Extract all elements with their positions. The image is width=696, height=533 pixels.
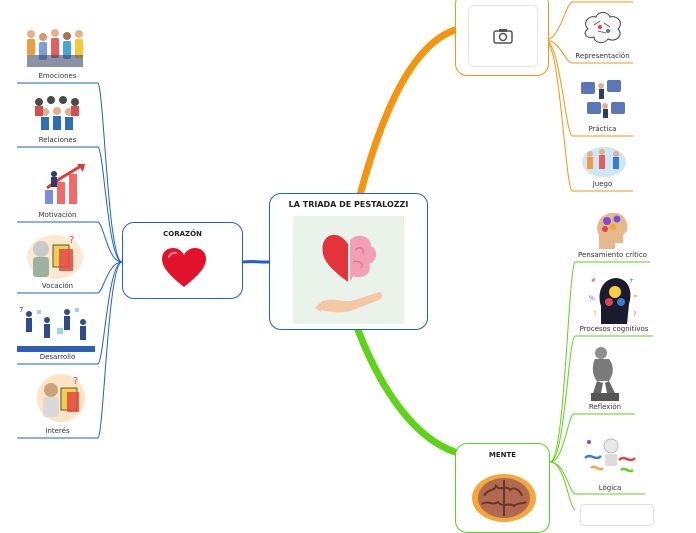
people-emotions-image — [23, 24, 87, 72]
leaf-label: Emociones — [17, 72, 98, 80]
interest-image: ? — [35, 372, 85, 424]
representation-image — [580, 9, 626, 47]
svg-text:7: 7 — [593, 311, 597, 318]
leaf-practica[interactable]: Práctica — [572, 72, 633, 136]
brain-icon — [470, 470, 538, 522]
leaf-label: Relaciones — [17, 136, 98, 144]
leaf-label: Reflexión — [575, 403, 635, 411]
heart-icon — [161, 247, 207, 289]
logic-image — [581, 432, 639, 476]
central-node[interactable]: LA TRIADA DE PESTALOZZI — [269, 193, 428, 330]
heart-node-title: CORAZÓN — [123, 230, 242, 238]
leaf-desarrollo[interactable]: 7 Desarrollo — [17, 302, 98, 364]
mind-node-title: MENTE — [456, 451, 549, 459]
vocation-image: ? — [25, 231, 87, 281]
leaf-juego[interactable]: Juego — [572, 142, 633, 191]
development-image: 7 — [17, 304, 95, 352]
central-node-title: LA TRIADA DE PESTALOZZI — [270, 200, 427, 209]
leaf-label: Vocación — [17, 282, 98, 290]
leaf-label: Procesos cognitivos — [575, 325, 653, 333]
heart-node[interactable]: CORAZÓN — [122, 222, 243, 299]
leaf-label: Representación — [572, 52, 633, 60]
leaf-label: Práctica — [572, 125, 633, 133]
svg-text:?: ? — [69, 235, 74, 246]
leaf-reflexion[interactable]: Reflexión — [575, 343, 635, 414]
leaf-pensamiento-critico[interactable]: Pensamiento crítico — [575, 205, 650, 262]
critical-thinking-image — [593, 209, 631, 249]
hand-branch-connector — [360, 30, 455, 195]
image-placeholder-partial[interactable] — [580, 504, 654, 526]
cognitive-processes-image: # + % = 7? — [587, 272, 641, 324]
leaf-vocacion[interactable]: ? Vocación — [17, 229, 98, 293]
leaf-label: Interés — [17, 427, 98, 435]
leaf-emociones[interactable]: Emociones — [17, 20, 98, 83]
leaf-motivacion[interactable]: Motivación — [17, 158, 98, 222]
svg-text:%: % — [589, 295, 595, 302]
leaf-interes[interactable]: ? Interés — [17, 370, 98, 438]
camera-icon — [493, 28, 513, 44]
leaf-label: Pensamiento crítico — [575, 251, 650, 259]
leaf-logica[interactable]: Lógica — [575, 424, 645, 494]
leaf-label: Juego — [572, 180, 633, 188]
image-placeholder[interactable] — [468, 5, 538, 67]
svg-text:?: ? — [633, 311, 636, 318]
central-illustration — [293, 216, 404, 324]
practice-image — [577, 76, 629, 120]
svg-text:#: # — [591, 277, 596, 284]
leaf-relaciones[interactable]: Relaciones — [17, 90, 98, 147]
hand-node[interactable] — [455, 0, 549, 76]
svg-text:7: 7 — [19, 306, 23, 314]
leaf-label: Desarrollo — [17, 353, 98, 361]
leaf-procesos-cognitivos[interactable]: # + % = 7? Procesos cognitivos — [575, 268, 653, 336]
svg-text:?: ? — [73, 376, 78, 387]
game-image — [580, 144, 628, 178]
group-relations-image — [31, 94, 83, 132]
leaf-label: Motivación — [17, 211, 98, 219]
mind-branch-connector — [358, 330, 455, 452]
thinker-statue-image — [587, 345, 623, 401]
leaf-label: Lógica — [575, 484, 645, 492]
leaf-representacion[interactable]: Representación — [572, 5, 633, 63]
motivation-image — [41, 162, 87, 206]
svg-text:+: + — [629, 277, 634, 284]
svg-text:=: = — [633, 293, 638, 300]
